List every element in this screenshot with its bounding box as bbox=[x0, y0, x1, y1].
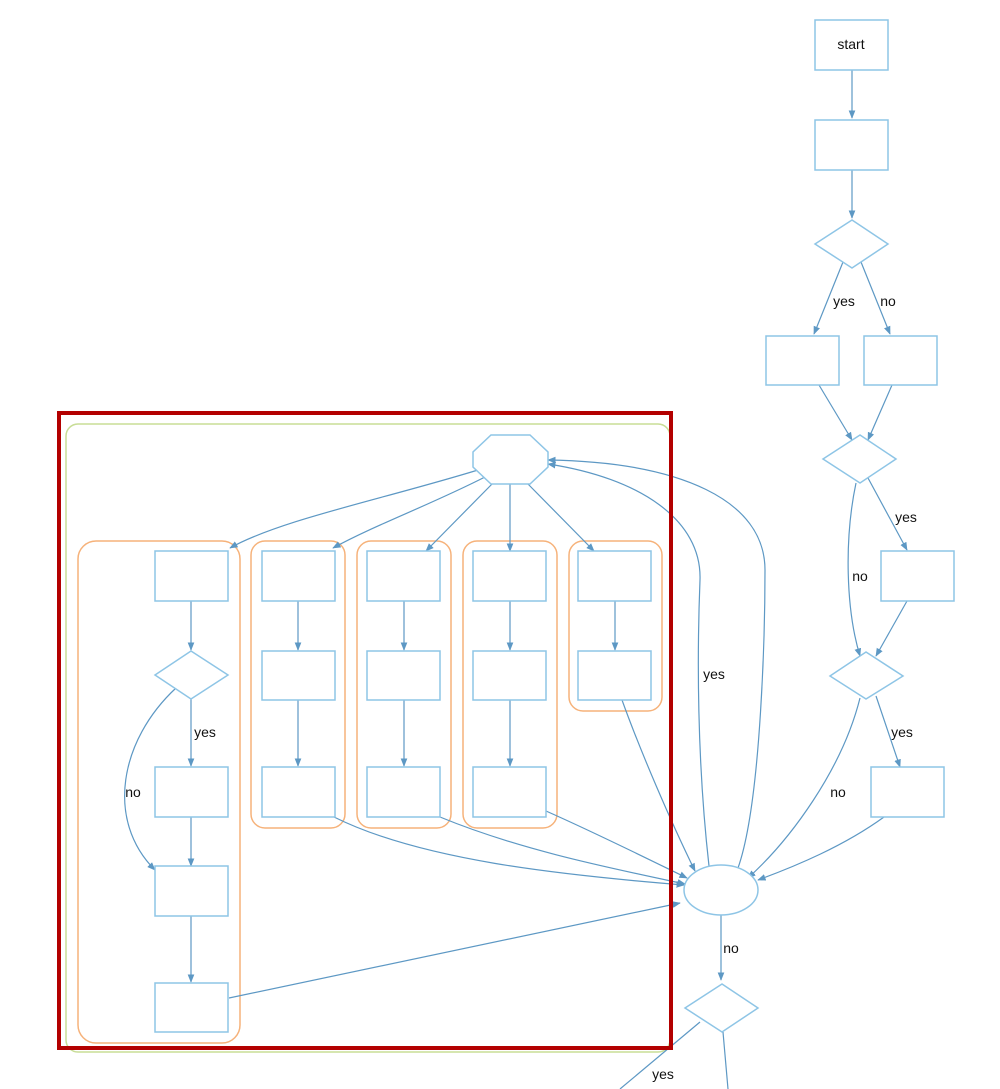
edge-decision-1-no bbox=[860, 261, 891, 335]
edge-label-bottom-yes: yes bbox=[652, 1066, 674, 1082]
g4-box-3 bbox=[472, 766, 547, 818]
g1-box-2 bbox=[154, 766, 229, 818]
g2-box-1 bbox=[261, 550, 336, 602]
start-label: start bbox=[837, 36, 864, 52]
outer-group-container bbox=[65, 423, 671, 1053]
edge-decision-1-yes bbox=[813, 261, 844, 335]
edge-decision-4-down bbox=[722, 1031, 729, 1089]
edge-decision-2-no bbox=[847, 482, 862, 657]
edge-octagon-to-group-2 bbox=[332, 476, 486, 549]
edge-decision-3-yes bbox=[875, 695, 901, 768]
edge-right-box-to-decision-2 bbox=[867, 384, 893, 441]
edge-octagon-to-group-3 bbox=[425, 481, 495, 552]
g2-box-3 bbox=[261, 766, 336, 818]
g5-box-2 bbox=[577, 650, 652, 701]
group-container-2 bbox=[250, 540, 346, 829]
edge-label-inner-no: no bbox=[125, 784, 141, 800]
decision-node-3 bbox=[828, 651, 905, 700]
decision-node-2 bbox=[821, 434, 898, 484]
edge-g1-decision-no bbox=[124, 687, 177, 871]
edge-label-d2-no: no bbox=[852, 568, 868, 584]
edge-label-d1-no: no bbox=[880, 293, 896, 309]
edge-label-d3-yes: yes bbox=[891, 724, 913, 740]
edge-decision-4-yes bbox=[619, 1021, 701, 1089]
decision-node-1 bbox=[813, 219, 890, 269]
decision-1-no-box bbox=[863, 335, 938, 386]
edge-ellipse-return-to-octagon bbox=[547, 456, 766, 869]
edge-g4-to-ellipse bbox=[545, 810, 688, 879]
g1-box-3 bbox=[154, 865, 229, 917]
process-node bbox=[814, 119, 889, 171]
edge-g2-to-ellipse bbox=[333, 816, 685, 888]
edge-decision-3-no bbox=[747, 697, 861, 879]
merge-ellipse-node bbox=[683, 864, 759, 916]
g4-box-1 bbox=[472, 550, 547, 602]
edge-label-d2-yes: yes bbox=[895, 509, 917, 525]
edge-g5-to-ellipse bbox=[621, 699, 696, 872]
g5-box-1 bbox=[577, 550, 652, 602]
g3-box-3 bbox=[366, 766, 441, 818]
decision-1-yes-box bbox=[765, 335, 840, 386]
octagon-node bbox=[472, 434, 549, 485]
edge-g3-to-ellipse bbox=[439, 816, 686, 886]
edge-label-inner-yes: yes bbox=[194, 724, 216, 740]
edge-label-d1-yes: yes bbox=[833, 293, 855, 309]
g1-box-4 bbox=[154, 982, 229, 1033]
edge-left-box-to-decision-2 bbox=[818, 384, 853, 441]
decision-3-yes-box bbox=[870, 766, 945, 818]
edge-ellipse-yes-to-octagon bbox=[547, 461, 710, 867]
g3-box-2 bbox=[366, 650, 441, 701]
group-container-3 bbox=[356, 540, 452, 829]
g1-box-1 bbox=[154, 550, 229, 602]
edge-box-to-decision-3 bbox=[875, 600, 908, 657]
edge-decision-2-yes bbox=[867, 477, 908, 551]
g1-decision bbox=[153, 650, 230, 700]
edge-label-octagon-yes: yes bbox=[703, 666, 725, 682]
edge-label-d3-no: no bbox=[830, 784, 846, 800]
start-node bbox=[814, 19, 889, 71]
edge-box-to-merge-ellipse bbox=[757, 816, 885, 881]
edge-g1-bottom-to-ellipse bbox=[228, 901, 681, 999]
highlight-frame bbox=[57, 411, 673, 1050]
edge-label-ellipse-no: no bbox=[723, 940, 739, 956]
edge-octagon-to-group-1 bbox=[229, 469, 479, 549]
decision-2-yes-box bbox=[880, 550, 955, 602]
g2-box-2 bbox=[261, 650, 336, 701]
g4-box-2 bbox=[472, 650, 547, 701]
edge-octagon-to-group-5 bbox=[525, 481, 595, 552]
decision-node-4 bbox=[683, 983, 760, 1033]
group-container-1 bbox=[77, 540, 241, 1044]
g3-box-1 bbox=[366, 550, 441, 602]
group-container-5 bbox=[568, 540, 663, 712]
